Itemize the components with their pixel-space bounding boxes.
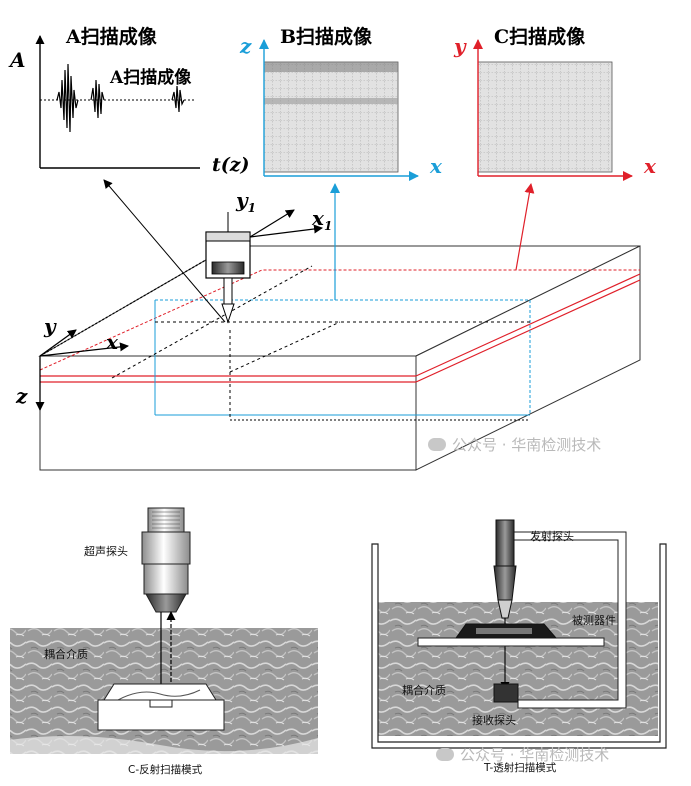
- connector-cscan: [515, 183, 535, 271]
- probe-x1-label: x1: [312, 206, 332, 233]
- ascan-title: A扫描成像: [66, 26, 157, 48]
- ascan-echo-front: [56, 63, 79, 133]
- ascan-echo-back: [171, 85, 185, 113]
- t-mode-diagram: [371, 519, 667, 749]
- bscan-x-label: x: [430, 154, 442, 178]
- c-mode-caption: C-反射扫描模式: [128, 764, 203, 776]
- ascan-y-label: A: [10, 48, 26, 72]
- block-z-label: z: [16, 384, 28, 408]
- probe-y1-axis: [249, 209, 295, 238]
- c-probe-label: 超声探头: [84, 545, 128, 558]
- probe-x1-sub: 1: [323, 219, 333, 233]
- probe-y1-sub: 1: [247, 201, 256, 215]
- watermark-bottom-text: 公众号 · 华南检测技术: [460, 746, 610, 764]
- ascan-echo-defect: [90, 79, 105, 119]
- bscan-plane: [154, 299, 531, 416]
- cscan-plot: [473, 39, 633, 181]
- specimen-block: [35, 245, 641, 471]
- t-medium-label: 耦合介质: [402, 684, 446, 697]
- block-right: [415, 245, 641, 471]
- t-device-label: 被测器件: [572, 614, 616, 627]
- cscan-x-label: x: [644, 154, 656, 178]
- bscan-defect-band: [264, 98, 398, 104]
- bscan-z-label: z: [240, 34, 252, 58]
- t-receive-probe: [493, 683, 519, 703]
- t-mode-caption: T-透射扫描模式: [484, 762, 557, 774]
- ascan-x-label: t(z): [212, 154, 250, 176]
- t-emit-probe: [495, 519, 515, 567]
- probe-y1-text: y: [236, 188, 248, 212]
- c-medium-label: 耦合介质: [44, 648, 88, 661]
- t-receive-label: 接收探头: [472, 714, 516, 727]
- c-probe-body: [141, 531, 191, 565]
- watermark-bottom: 公众号 · 华南检测技术: [436, 744, 609, 765]
- block-x-axis: [39, 342, 129, 357]
- probe-x1-axis: [249, 224, 323, 238]
- cscan-plane-right: [415, 273, 641, 377]
- block-x-label: x: [106, 330, 118, 354]
- block-front: [39, 355, 417, 471]
- bscan-front-band: [264, 62, 398, 72]
- t-bracket: [513, 531, 627, 709]
- bscan-image: [263, 61, 399, 173]
- t-device-board: [417, 637, 605, 647]
- ascan-plot: [35, 35, 200, 169]
- probe-x1-text: x: [312, 206, 324, 230]
- ascan-inner-title: A扫描成像: [110, 68, 192, 88]
- t-emit-label: 发射探头: [530, 530, 574, 543]
- cscan-y-label: y: [454, 34, 466, 58]
- c-mode-diagram: [10, 507, 318, 754]
- block-y-axis: [39, 329, 77, 357]
- connector-ascan: [103, 179, 226, 323]
- t-tank: [371, 543, 667, 749]
- wechat-icon: [428, 438, 446, 451]
- probe-y1-label: y1: [236, 188, 256, 215]
- watermark-top-text: 公众号 · 华南检测技术: [452, 436, 602, 454]
- probe: [205, 209, 323, 324]
- watermark-top: 公众号 · 华南检测技术: [428, 434, 601, 455]
- bscan-title: B扫描成像: [280, 26, 373, 48]
- cscan-plane-line: [39, 269, 640, 371]
- c-device-top: [103, 683, 217, 701]
- cscan-plane-right-2: [415, 279, 641, 383]
- bscan-plot: [259, 39, 419, 181]
- block-y-label: y: [44, 314, 56, 338]
- cscan-image: [477, 61, 613, 173]
- cscan-title: C扫描成像: [494, 26, 586, 48]
- wechat-icon: [436, 748, 454, 761]
